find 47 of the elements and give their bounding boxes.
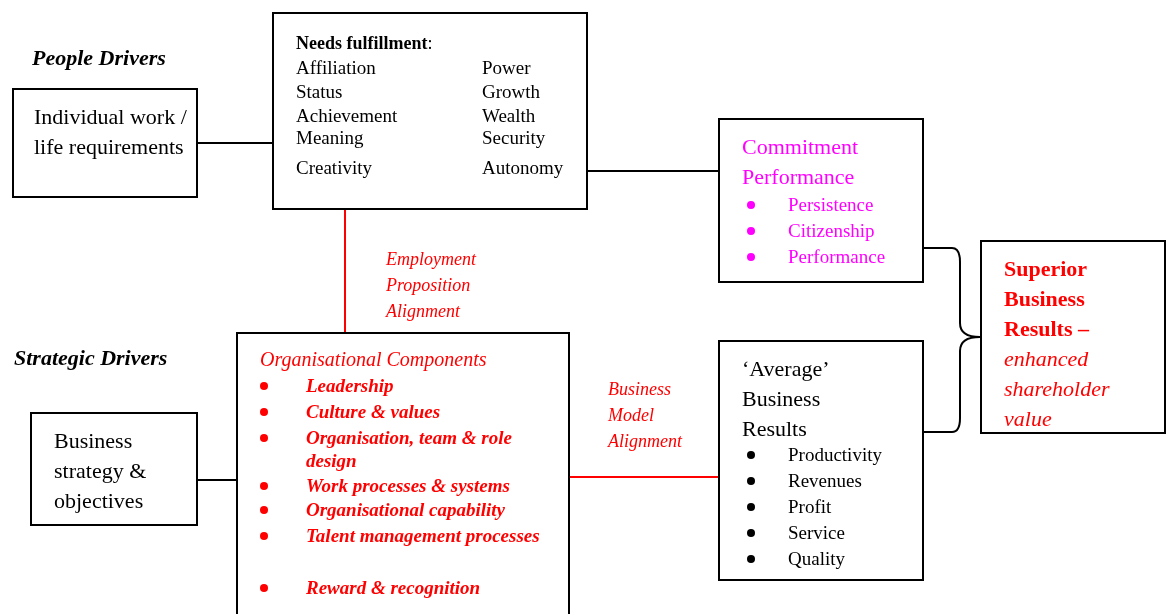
text-box xyxy=(236,332,570,614)
text-box xyxy=(272,12,588,210)
list-item: Security xyxy=(482,127,547,149)
list-item: Power xyxy=(482,57,532,79)
connector-line xyxy=(587,170,719,172)
list-item: Quality xyxy=(788,548,846,570)
list-item: Culture & values xyxy=(306,400,442,423)
list-item: Wealth xyxy=(482,105,537,127)
list-item: Persistence xyxy=(788,194,875,216)
node-text: Superior Business Results – enhanced shareholder value xyxy=(1004,255,1111,433)
section-label: People Drivers xyxy=(32,45,166,71)
list-item: Citizenship xyxy=(788,220,876,242)
text-box xyxy=(12,88,198,198)
curly-brace-connector xyxy=(923,336,981,433)
list-item: Service xyxy=(788,522,846,544)
list-item: Revenues xyxy=(788,470,863,492)
list-item: Affiliation xyxy=(296,57,377,79)
list-item: Organisation, team & role design xyxy=(306,426,513,472)
list-item: Leadership xyxy=(306,374,395,397)
list-item: Achievement xyxy=(296,105,399,127)
connector-line xyxy=(344,209,346,333)
heading: Needs fulfillment: xyxy=(296,32,434,54)
heading: Organisational Components xyxy=(260,347,488,371)
list-item: Reward & recognition xyxy=(306,576,482,599)
list-item: Autonomy xyxy=(482,157,565,179)
list-item: Creativity xyxy=(296,157,373,179)
text-box xyxy=(30,412,198,526)
list-item: Talent management processes xyxy=(306,524,541,547)
list-item: Status xyxy=(296,81,344,103)
text-box xyxy=(980,240,1166,434)
connector-line xyxy=(197,479,237,481)
list-item: Performance xyxy=(788,246,887,268)
heading: ‘Average’ Business Results xyxy=(742,355,829,443)
text-box xyxy=(718,118,924,283)
section-label: Strategic Drivers xyxy=(14,345,168,371)
connector-line xyxy=(569,476,719,478)
text-box xyxy=(718,340,924,581)
list-item: Meaning xyxy=(296,127,365,149)
list-item: Growth xyxy=(482,81,542,103)
connector-line xyxy=(197,142,273,144)
list-item: Productivity xyxy=(788,444,883,466)
list-item: Profit xyxy=(788,496,833,518)
list-item: Organisational capability xyxy=(306,498,506,521)
node-text: Business strategy & objectives xyxy=(54,427,148,515)
node-text: Individual work / life requirements xyxy=(34,103,188,161)
heading: Commitment Performance xyxy=(742,133,860,191)
list-item: Work processes & systems xyxy=(306,474,511,497)
